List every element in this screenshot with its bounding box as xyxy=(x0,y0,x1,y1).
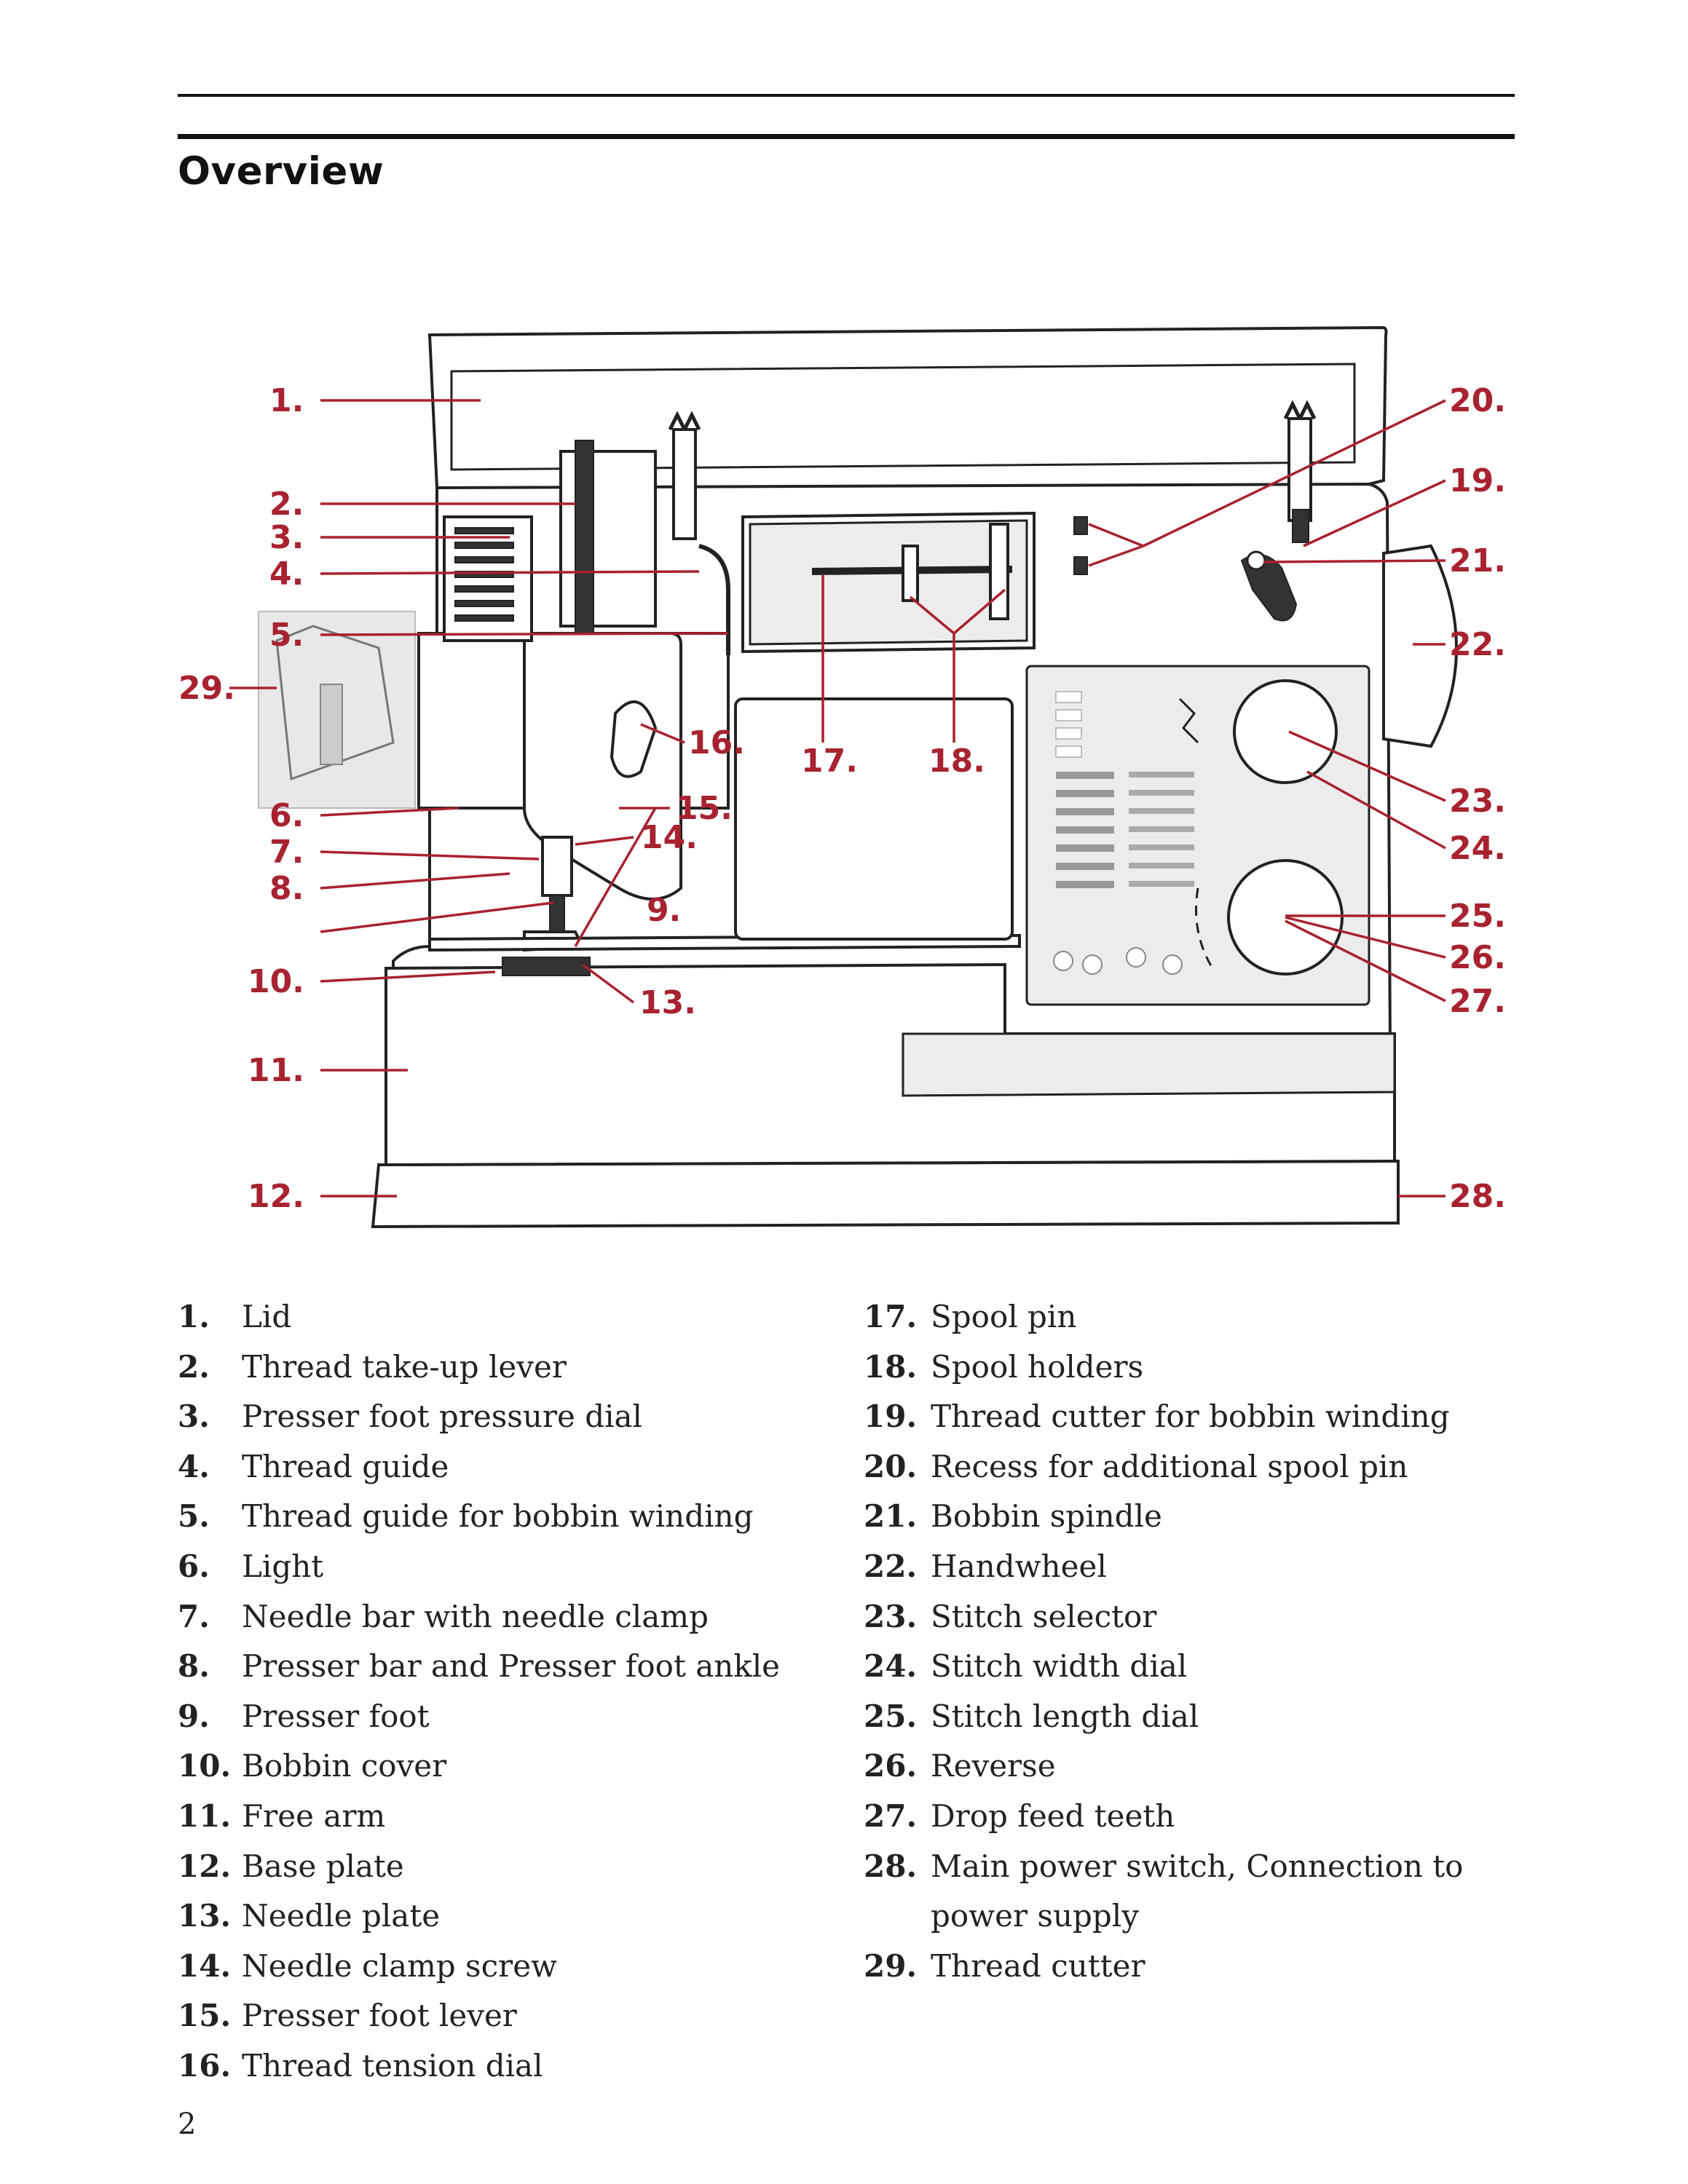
callout-18: 18. xyxy=(928,743,985,780)
callout-2: 2. xyxy=(269,486,304,523)
legend-item: 3.Presser foot pressure dial xyxy=(178,1398,642,1435)
tension-dial-shape xyxy=(610,700,658,778)
sewing-machine-diagram: 1. 2. 3. 4. 5. 6. 7. 8. 9. 10. 11. 12. 1… xyxy=(178,325,1506,1229)
legend-item: 12.Base plate xyxy=(178,1848,404,1884)
legend-item: 23.Stitch selector xyxy=(864,1598,1157,1634)
callout-13: 13. xyxy=(639,984,696,1021)
callout-10: 10. xyxy=(248,963,304,1000)
legend-item: 28.Main power switch, Connection to xyxy=(864,1848,1464,1884)
legend-item: 10.Bobbin cover xyxy=(178,1748,447,1784)
legend-item: 17.Spool pin xyxy=(864,1299,1077,1334)
base-plate-shape xyxy=(371,1159,1400,1229)
legend-item: 14.Needle clamp screw xyxy=(178,1947,558,1984)
legend-right-column: 17.Spool pin 18.Spool holders 19.Thread … xyxy=(864,1292,1519,1991)
legend-item: 19.Thread cutter for bobbin winding xyxy=(864,1398,1450,1435)
callout-12: 12. xyxy=(248,1178,304,1215)
callout-8: 8. xyxy=(269,870,304,907)
callout-labels: 1. 2. 3. 4. 5. 6. 7. 8. 9. 10. 11. 12. 1… xyxy=(178,382,1506,1215)
callout-11: 11. xyxy=(248,1052,304,1089)
legend-item: 26.Reverse xyxy=(864,1748,1056,1784)
legend-item: 7.Needle bar with needle clamp xyxy=(178,1598,709,1634)
leader-lines xyxy=(229,399,1446,1198)
legend-item: 2.Thread take-up lever xyxy=(178,1348,567,1385)
legend-item: 16.Thread tension dial xyxy=(178,2047,543,2084)
legend-left-column: 1.Lid 2.Thread take-up lever 3.Presser f… xyxy=(178,1292,833,2092)
legend-item: 5.Thread guide for bobbin winding xyxy=(178,1498,754,1535)
legend-item: 25.Stitch length dial xyxy=(864,1698,1199,1734)
stitch-chart xyxy=(1053,691,1194,975)
take-up-lever-shape xyxy=(575,440,594,634)
callout-5: 5. xyxy=(269,617,304,654)
pressure-dial-ticks xyxy=(454,527,514,622)
legend-item: 20.Recess for additional spool pin xyxy=(864,1448,1408,1484)
callout-20: 20. xyxy=(1449,382,1506,419)
callout-16: 16. xyxy=(688,724,745,761)
legend-item: 11.Free arm xyxy=(178,1797,386,1834)
pressure-dial-window xyxy=(443,515,533,642)
legend-item: 24.Stitch width dial xyxy=(864,1648,1188,1685)
legend-item: 13.Needle plate xyxy=(178,1898,441,1934)
callout-23: 23. xyxy=(1449,783,1506,820)
legend-item: power supply xyxy=(931,1898,1139,1934)
legend-item: 15.Presser foot lever xyxy=(178,1998,517,2034)
legend-item: 21.Bobbin spindle xyxy=(864,1498,1162,1535)
callout-17: 17. xyxy=(801,743,858,780)
legend-item: 6.Light xyxy=(178,1548,324,1584)
callout-4: 4. xyxy=(269,555,304,593)
callout-15: 15. xyxy=(676,790,733,827)
callout-22: 22. xyxy=(1449,626,1506,663)
callout-19: 19. xyxy=(1449,462,1506,499)
legend-item: 1.Lid xyxy=(178,1299,292,1334)
machine-illustration xyxy=(258,325,1459,1229)
page-number: 2 xyxy=(178,2108,197,2141)
callout-7: 7. xyxy=(269,834,304,871)
stitch-width-dial-shape xyxy=(1233,679,1338,784)
callout-29: 29. xyxy=(178,670,235,707)
legend-item: 18.Spool holders xyxy=(864,1348,1144,1385)
legend-item: 27.Drop feed teeth xyxy=(864,1797,1175,1834)
page-title: Overview xyxy=(178,149,384,194)
spool-pin-recess xyxy=(1073,516,1088,535)
callout-28: 28. xyxy=(1449,1178,1506,1215)
legend-item: 9.Presser foot xyxy=(178,1698,430,1734)
callout-24: 24. xyxy=(1449,830,1506,867)
legend-item: 8.Presser bar and Presser foot ankle xyxy=(178,1648,781,1685)
handwheel-shape xyxy=(1382,544,1459,748)
legend-item: 22.Handwheel xyxy=(864,1548,1107,1584)
callout-9: 9. xyxy=(647,892,681,929)
legend-item: 29.Thread cutter xyxy=(864,1947,1145,1984)
callout-25: 25. xyxy=(1449,898,1506,935)
legend-item: 4.Thread guide xyxy=(178,1448,449,1484)
callout-6: 6. xyxy=(269,797,304,834)
callout-14: 14. xyxy=(641,819,698,856)
top-rule xyxy=(178,94,1515,97)
callout-26: 26. xyxy=(1449,939,1506,976)
callout-27: 27. xyxy=(1449,983,1506,1020)
callout-3: 3. xyxy=(269,519,304,556)
needle-plate-shape xyxy=(502,957,591,976)
callout-1: 1. xyxy=(269,382,304,419)
callout-21: 21. xyxy=(1449,542,1506,579)
header-rule xyxy=(178,134,1515,139)
